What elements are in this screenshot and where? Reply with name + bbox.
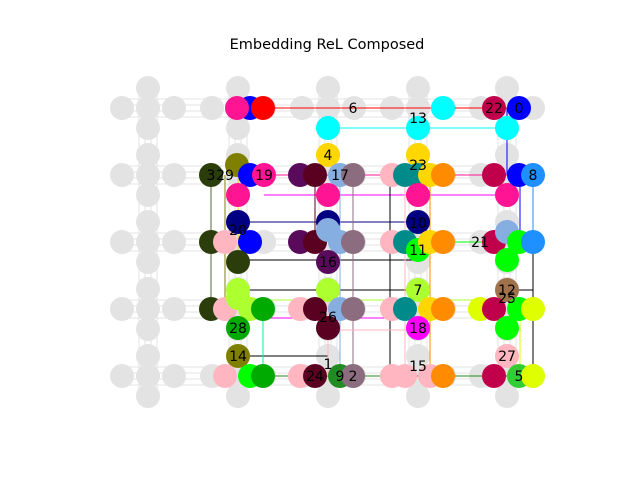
- node-label-11: 11: [409, 243, 427, 259]
- node-marker-2: [341, 230, 365, 254]
- node-marker-4: [316, 143, 340, 167]
- node-marker-21: [521, 297, 545, 321]
- node-label-29: 29: [216, 168, 234, 184]
- node-marker-21: [521, 364, 545, 388]
- node-marker-18: [406, 316, 430, 340]
- node-label-16: 16: [319, 255, 337, 271]
- node-label-5: 5: [515, 369, 524, 385]
- node-marker-22: [482, 96, 506, 120]
- node-marker-22: [482, 364, 506, 388]
- node-label-17: 17: [331, 168, 349, 184]
- node-marker-7: [406, 278, 430, 302]
- node-marker-13: [495, 116, 519, 140]
- node-marker-14: [226, 344, 250, 368]
- node-marker-3: [226, 250, 250, 274]
- node-layer: [199, 96, 545, 388]
- node-marker-4: [406, 143, 430, 167]
- node-label-22: 22: [485, 101, 503, 117]
- node-marker-19: [225, 96, 249, 120]
- node-marker-24: [303, 364, 327, 388]
- node-marker-27: [495, 344, 519, 368]
- node-marker-8: [521, 230, 545, 254]
- node-label-2: 2: [349, 369, 358, 385]
- node-label-20: 20: [229, 223, 247, 239]
- node-marker-20: [226, 210, 250, 234]
- node-marker-19: [495, 183, 519, 207]
- figure-title: Embedding ReL Composed: [230, 37, 425, 53]
- node-marker-2: [341, 297, 365, 321]
- node-label-13: 13: [409, 111, 427, 127]
- node-label-25: 25: [498, 291, 516, 307]
- node-marker-extra: [251, 96, 275, 120]
- node-label-24: 24: [306, 369, 324, 385]
- label-layer: 0123456789101112131415161718192021222324…: [207, 101, 538, 385]
- node-marker-11: [495, 248, 519, 272]
- node-marker-0: [238, 230, 262, 254]
- node-label-7: 7: [414, 283, 423, 299]
- node-marker-24: [316, 316, 340, 340]
- node-label-8: 8: [529, 168, 538, 184]
- node-marker-24: [303, 163, 327, 187]
- node-marker-28: [251, 297, 275, 321]
- node-marker-27: [393, 364, 417, 388]
- node-label-10: 10: [409, 216, 427, 232]
- node-label-28: 28: [229, 321, 247, 337]
- node-label-0: 0: [515, 101, 524, 117]
- node-label-14: 14: [229, 349, 247, 365]
- node-marker-3: [199, 163, 223, 187]
- node-marker-23: [393, 297, 417, 321]
- node-label-21: 21: [471, 235, 489, 251]
- node-marker-15: [431, 297, 455, 321]
- node-marker-24: [303, 297, 327, 321]
- node-marker-16: [316, 250, 340, 274]
- node-label-18: 18: [409, 321, 427, 337]
- node-marker-15: [431, 230, 455, 254]
- node-marker-28: [226, 316, 250, 340]
- node-marker-19: [316, 183, 340, 207]
- node-label-1: 1: [324, 357, 333, 373]
- node-marker-8: [521, 163, 545, 187]
- node-marker-13: [431, 96, 455, 120]
- node-label-15: 15: [409, 359, 427, 375]
- node-marker-13: [406, 116, 430, 140]
- node-label-3: 3: [207, 168, 216, 184]
- node-marker-20: [406, 210, 430, 234]
- node-marker-28: [251, 364, 275, 388]
- node-marker-7: [316, 278, 340, 302]
- node-label-12: 12: [498, 283, 516, 299]
- node-label-23: 23: [409, 158, 427, 174]
- node-marker-15: [431, 364, 455, 388]
- node-marker-19: [226, 183, 250, 207]
- node-marker-1: [213, 230, 237, 254]
- node-marker-25: [495, 316, 519, 340]
- node-marker-19: [252, 163, 276, 187]
- node-label-26: 26: [319, 310, 337, 326]
- node-marker-2: [341, 163, 365, 187]
- node-label-27: 27: [498, 349, 516, 365]
- node-marker-15: [431, 163, 455, 187]
- node-marker-22: [482, 163, 506, 187]
- node-label-19: 19: [255, 168, 273, 184]
- node-marker-12: [495, 278, 519, 302]
- node-label-4: 4: [324, 148, 333, 164]
- node-marker-2: [341, 364, 365, 388]
- node-marker-13: [316, 116, 340, 140]
- node-marker-22: [482, 297, 506, 321]
- node-label-6: 6: [349, 101, 358, 117]
- node-label-9: 9: [336, 369, 345, 385]
- node-marker-0: [507, 96, 531, 120]
- node-marker-19: [406, 183, 430, 207]
- node-marker-1: [213, 364, 237, 388]
